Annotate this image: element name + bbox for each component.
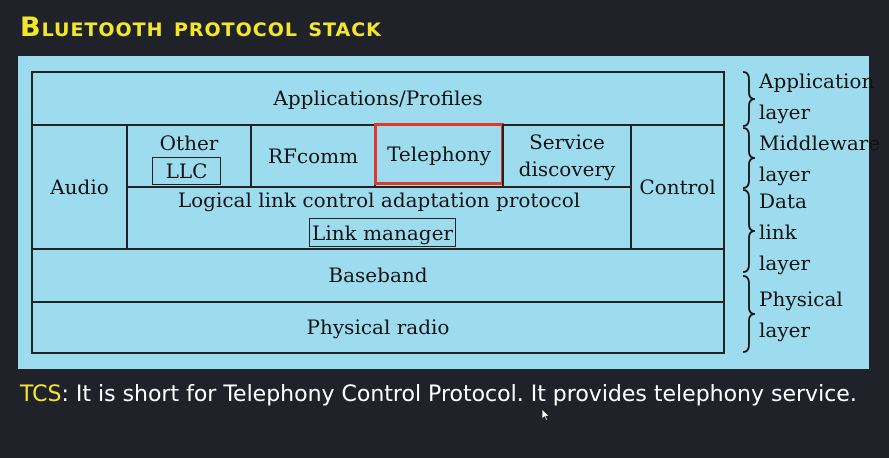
application-layer-label: Application layer [759,69,875,124]
middleware-layer-label: Middleware layer [759,131,881,186]
link-manager-box: Link manager [309,218,456,247]
tcs-note-text: : It is short for Telephony Control Prot… [61,382,857,407]
physical-layer-label: Physical layer [759,287,843,342]
physical-radio-box: Physical radio [31,301,725,354]
slide-title: Bluetooth protocol stack [20,12,382,43]
application-layer-brace [742,71,756,127]
data-link-layer-label: Data link layer [759,189,811,275]
middleware-layer-brace [742,127,756,189]
control-box: Control [630,124,725,250]
physical-layer-brace [742,275,756,353]
data-link-layer-brace [742,189,756,273]
protocol-stack-diagram: Applications/Profiles Audio Other LLC RF… [18,56,880,369]
baseband-box: Baseband [31,248,725,303]
applications-profiles-box: Applications/Profiles [31,71,725,126]
audio-box: Audio [31,124,128,250]
other-label: Other [159,131,219,155]
tcs-note: TCS: It is short for Telephony Control P… [20,379,880,410]
telephony-box: Telephony [374,123,504,185]
mouse-cursor-icon [541,408,551,422]
service-discovery-box: Service discovery [502,124,632,188]
tcs-note-tag: TCS [20,382,62,407]
llc-box: LLC [152,157,221,185]
rfcomm-box: RFcomm [250,124,376,188]
l2cap-label: Logical link control adaptation protocol [177,188,581,212]
